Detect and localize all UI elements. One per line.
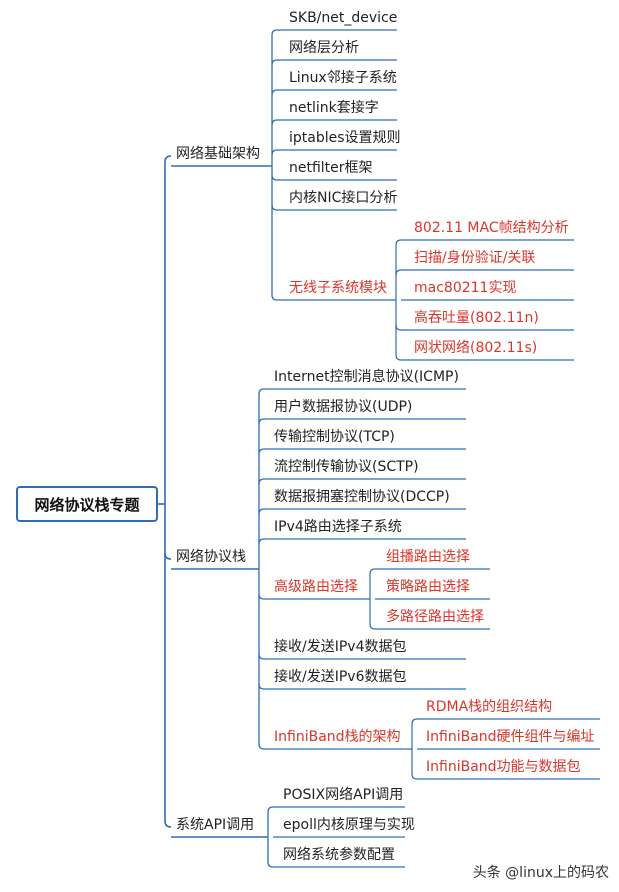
leaf-label[interactable]: iptables设置规则	[289, 130, 401, 146]
leaf-label[interactable]: InfiniBand功能与数据包	[426, 759, 581, 775]
subtopic-label[interactable]: 无线子系统模块	[289, 280, 387, 296]
leaf-label[interactable]: epoll内核原理与实现	[283, 817, 415, 833]
leaf-label[interactable]: 传输控制协议(TCP)	[274, 429, 395, 445]
leaf-label[interactable]: netlink套接字	[289, 100, 379, 116]
leaf-label[interactable]: RDMA栈的组织结构	[426, 699, 553, 715]
leaf-label[interactable]: IPv4路由选择子系统	[274, 519, 402, 535]
root-label: 网络协议栈专题	[34, 495, 140, 514]
leaf-label[interactable]: 策略路由选择	[386, 579, 470, 595]
leaf-label[interactable]: InfiniBand硬件组件与编址	[426, 729, 595, 745]
leaf-label[interactable]: 网状网络(802.11s)	[414, 340, 538, 356]
subtopic-label[interactable]: InfiniBand栈的架构	[274, 729, 401, 745]
branch-label[interactable]: 网络协议栈	[176, 549, 246, 565]
leaf-label[interactable]: 接收/发送IPv4数据包	[274, 639, 407, 655]
leaf-label[interactable]: 接收/发送IPv6数据包	[274, 669, 407, 685]
leaf-label[interactable]: 数据报拥塞控制协议(DCCP)	[274, 489, 450, 505]
subtopic-label[interactable]: 高级路由选择	[274, 579, 358, 595]
leaf-label[interactable]: 网络层分析	[289, 40, 359, 56]
leaf-label[interactable]: POSIX网络API调用	[283, 787, 404, 803]
leaf-label[interactable]: SKB/net_device	[289, 10, 398, 26]
leaf-label[interactable]: 高吞吐量(802.11n)	[414, 310, 539, 326]
leaf-label[interactable]: Internet控制消息协议(ICMP)	[274, 369, 459, 385]
leaf-label[interactable]: 内核NIC接口分析	[289, 190, 398, 206]
leaf-label[interactable]: mac80211实现	[414, 280, 517, 296]
leaf-label[interactable]: netfilter框架	[289, 160, 373, 176]
leaf-label[interactable]: 多路径路由选择	[386, 609, 484, 625]
leaf-label[interactable]: 网络系统参数配置	[283, 847, 395, 863]
leaf-label[interactable]: 用户数据报协议(UDP)	[274, 399, 413, 415]
watermark: 头条 @linux上的码农	[472, 865, 609, 881]
leaf-label[interactable]: Linux邻接子系统	[289, 70, 397, 86]
root-node[interactable]: 网络协议栈专题	[16, 486, 158, 522]
leaf-label[interactable]: 流控制传输协议(SCTP)	[274, 459, 419, 475]
branch-label[interactable]: 系统API调用	[176, 817, 255, 833]
branch-label[interactable]: 网络基础架构	[176, 146, 260, 162]
leaf-label[interactable]: 组播路由选择	[386, 549, 470, 565]
leaf-label[interactable]: 802.11 MAC帧结构分析	[414, 220, 569, 236]
leaf-label[interactable]: 扫描/身份验证/关联	[414, 250, 536, 266]
